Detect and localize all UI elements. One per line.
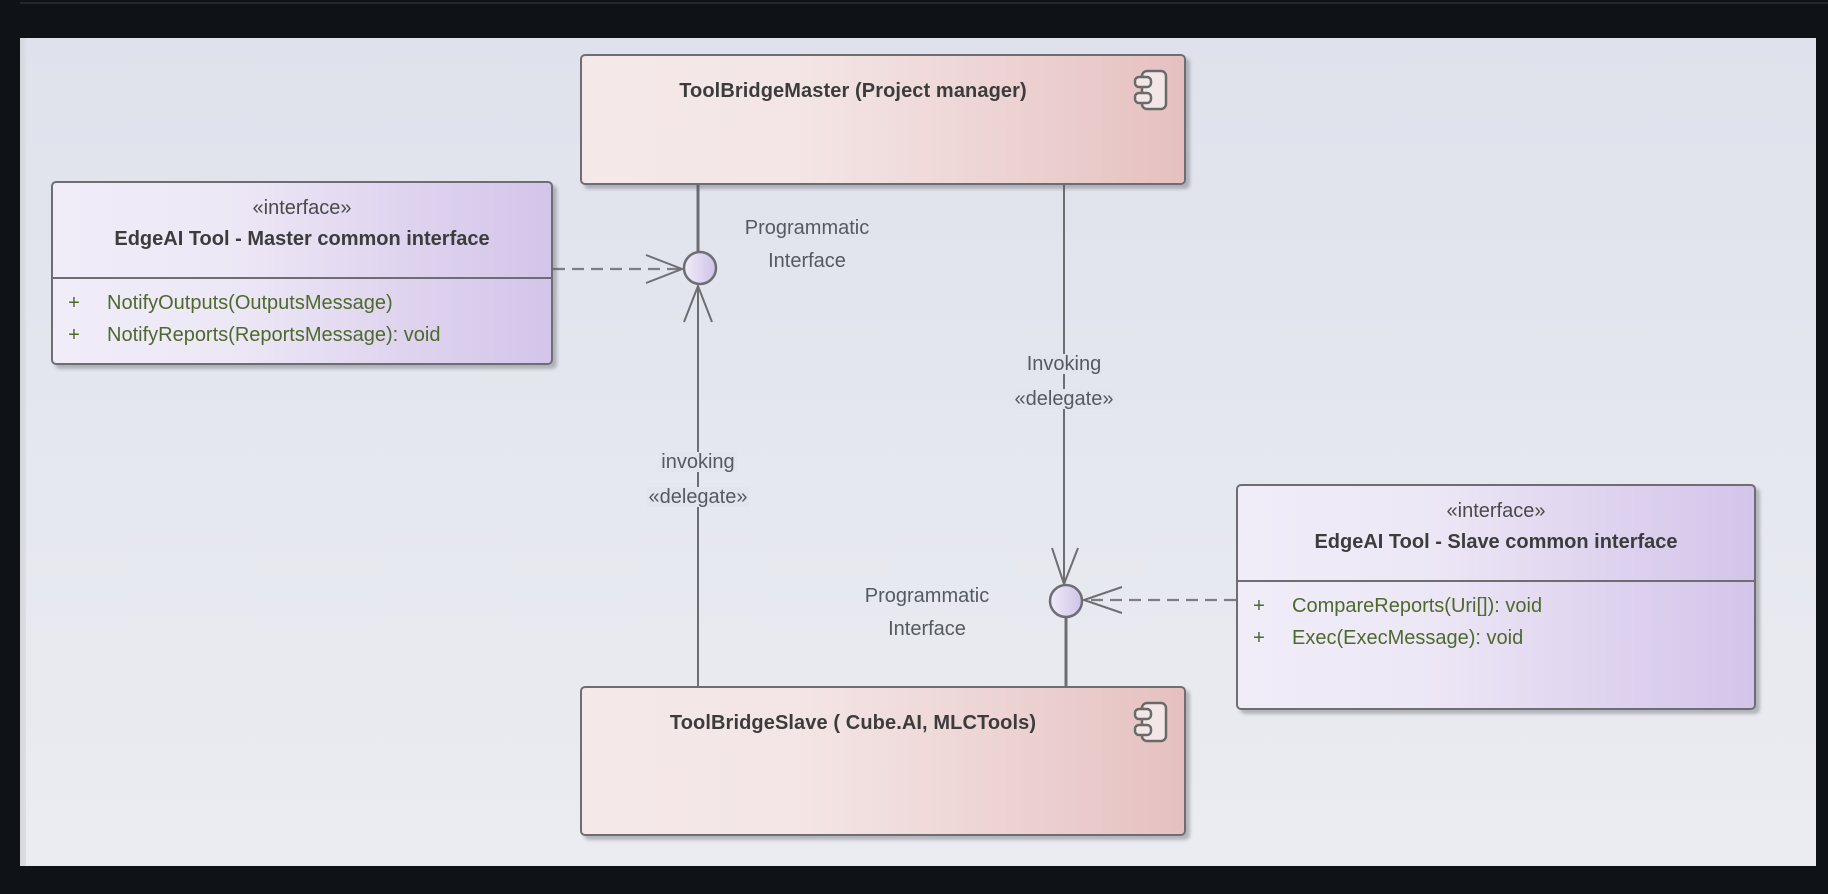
method-row[interactable]: + Exec(ExecMessage): void [1238,622,1754,654]
connector-name: invoking [659,451,737,473]
connector-label-master-to-slave: Invoking «delegate» [984,354,1144,409]
canvas-left-edge [20,38,26,866]
interface-header: «interface» EdgeAI Tool - Slave common i… [1238,486,1754,582]
connector-segment [1063,380,1065,384]
interface-name: EdgeAI Tool - Slave common interface [1314,531,1678,553]
slave-port-circle[interactable] [1048,583,1084,619]
interface-methods: + NotifyOutputs(OutputsMessage) + Notify… [53,279,551,351]
component-title: ToolBridgeMaster (Project manager) [679,80,1027,102]
interface-name: EdgeAI Tool - Master common interface [114,228,490,250]
method-visibility: + [1253,627,1265,649]
port-label-master: Programmatic Interface [722,212,892,278]
method-signature: NotifyOutputs(OutputsMessage) [107,292,393,314]
connector-stereotype: «delegate» [1012,388,1116,410]
port-label-line1: Programmatic [864,585,990,607]
master-port-circle[interactable] [682,250,718,286]
method-row[interactable]: + NotifyReports(ReportsMessage): void [53,319,551,351]
arrowhead-master-interface [645,254,685,284]
method-row[interactable]: + CompareReports(Uri[]): void [1238,590,1754,622]
component-toolbridge-master[interactable]: ToolBridgeMaster (Project manager) [580,54,1186,185]
method-row[interactable]: + NotifyOutputs(OutputsMessage) [53,287,551,319]
interface-master-common[interactable]: «interface» EdgeAI Tool - Master common … [51,181,553,365]
method-signature: Exec(ExecMessage): void [1292,627,1524,649]
window-top-border [20,2,1828,4]
method-visibility: + [68,324,80,346]
method-signature: NotifyReports(ReportsMessage): void [107,324,441,346]
connector-name: Invoking [1024,353,1104,375]
connector-segment [697,478,699,482]
component-icon [1133,69,1168,111]
interface-slave-common[interactable]: «interface» EdgeAI Tool - Slave common i… [1236,484,1756,710]
method-visibility: + [1253,595,1265,617]
port-label-slave: Programmatic Interface [842,580,1012,646]
interface-methods: + CompareReports(Uri[]): void + Exec(Exe… [1238,582,1754,654]
connector-stereotype: «delegate» [646,486,750,508]
port-label-line2: Interface [768,250,846,272]
method-visibility: + [68,292,80,314]
port-label-line2: Interface [888,618,966,640]
arrowhead-slave-to-master [683,283,713,323]
interface-header: «interface» EdgeAI Tool - Master common … [53,183,551,279]
component-title: ToolBridgeSlave ( Cube.AI, MLCTools) [669,712,1037,734]
component-icon [1133,701,1168,743]
port-label-line1: Programmatic [744,217,870,239]
interface-stereotype: «interface» [1446,500,1546,522]
interface-stereotype: «interface» [252,197,352,219]
connector-label-slave-to-master: invoking «delegate» [618,452,778,507]
method-signature: CompareReports(Uri[]): void [1292,595,1543,617]
arrowhead-slave-interface [1080,586,1123,614]
component-toolbridge-slave[interactable]: ToolBridgeSlave ( Cube.AI, MLCTools) [580,686,1186,836]
